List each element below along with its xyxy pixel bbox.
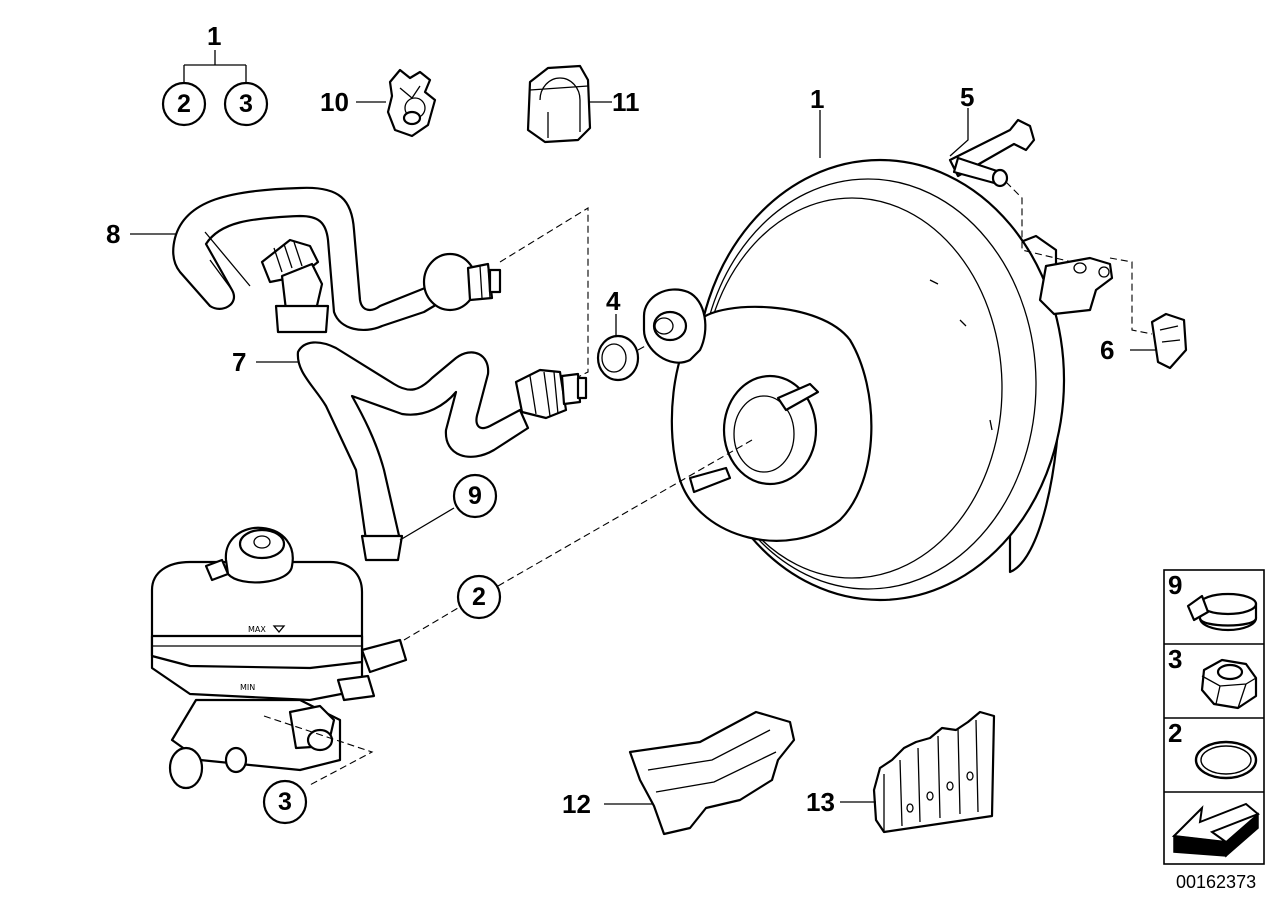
direction-arrow-icon [1171, 802, 1260, 858]
hose-clamp-label: 9 [468, 482, 482, 510]
grommet-small-label: 11 [612, 87, 640, 117]
legend-number: 3 [1168, 644, 1182, 674]
document-id: 00162373 [1176, 872, 1256, 892]
booster-bracket [1005, 181, 1153, 335]
clip-part: 6 [1100, 312, 1188, 370]
legend-row-hex-nut: 3 [1168, 644, 1258, 710]
clip-small-part: 10 [320, 68, 437, 138]
legend-panel: 9 3 2 [1163, 569, 1265, 865]
insulator-label: 13 [806, 787, 835, 817]
clip-label: 6 [1100, 335, 1114, 365]
legend-number: 2 [1168, 718, 1182, 748]
assembly-path-upper [499, 207, 589, 381]
nut-label: 3 [278, 788, 292, 816]
hose-lower-label: 7 [232, 347, 246, 377]
group-sub-b-circle [223, 81, 269, 127]
booster-label: 1 [810, 84, 824, 114]
nut-callout: 3 [262, 779, 308, 825]
group-sub-a-circle [161, 81, 207, 127]
legend-number: 9 [1168, 570, 1182, 600]
clip-small-label: 10 [320, 87, 349, 117]
legend-row-direction [1171, 802, 1260, 858]
brake-booster-part: 1 [642, 84, 1066, 602]
seal-ring-icon [1194, 740, 1258, 780]
grommet-part: 4 [596, 286, 661, 382]
bracket-part: 12 [562, 710, 796, 836]
bracket-label: 12 [562, 789, 591, 819]
pin-label: 5 [960, 82, 974, 112]
seal-ring-callout: 2 [403, 439, 753, 641]
hose-clamp-icon [1186, 592, 1258, 632]
group-label: 1 [207, 21, 221, 51]
min-mark: MIN [240, 683, 255, 692]
legend-row-hose-clamp: 9 [1168, 570, 1258, 632]
hose-lower-part: 7 [232, 341, 588, 562]
pin-part: 5 [948, 82, 1036, 188]
grommet-label: 4 [606, 286, 621, 316]
hose-clamp-callout: 9 [399, 473, 498, 541]
master-cylinder-part: MAX MIN [150, 526, 408, 790]
insulator-part: 13 [806, 710, 996, 834]
hex-nut-icon [1200, 658, 1258, 710]
seal-ring-label: 2 [472, 583, 486, 611]
legend-row-seal-ring: 2 [1168, 718, 1258, 780]
hose-upper-part: 8 [106, 186, 502, 334]
max-mark: MAX [248, 625, 266, 634]
group-callout-1: 1 2 3 [161, 21, 269, 127]
hose-upper-label: 8 [106, 219, 120, 249]
grommet-small-part: 11 [526, 64, 640, 144]
group-sub-a-label: 2 [177, 90, 191, 118]
group-sub-b-label: 3 [239, 90, 253, 118]
